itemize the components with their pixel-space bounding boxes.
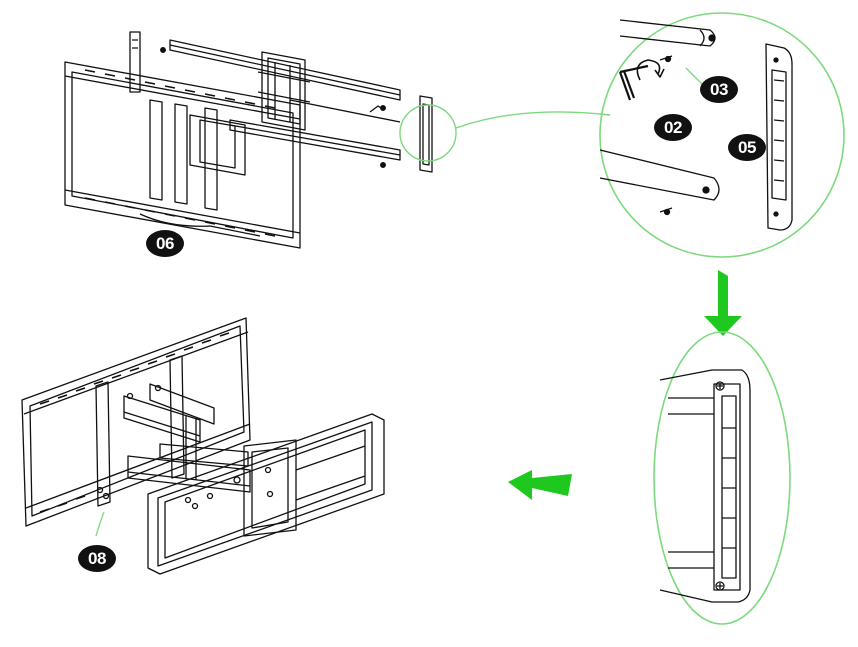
detail-callout-top	[399, 12, 845, 258]
part-label-06: 06	[146, 230, 184, 257]
part-label-05: 05	[728, 134, 766, 161]
tv-mount-final-view	[21, 317, 385, 575]
part-label-08: 08	[78, 545, 116, 572]
arrow-left-icon	[508, 470, 572, 500]
detail-callout-bottom	[653, 331, 791, 625]
part-label-02: 02	[654, 114, 692, 141]
arrow-down-icon	[704, 270, 742, 336]
rotate-arrow-icon	[636, 59, 661, 81]
tv-mount-top-view	[64, 31, 433, 249]
part-label-03: 03	[700, 76, 738, 103]
